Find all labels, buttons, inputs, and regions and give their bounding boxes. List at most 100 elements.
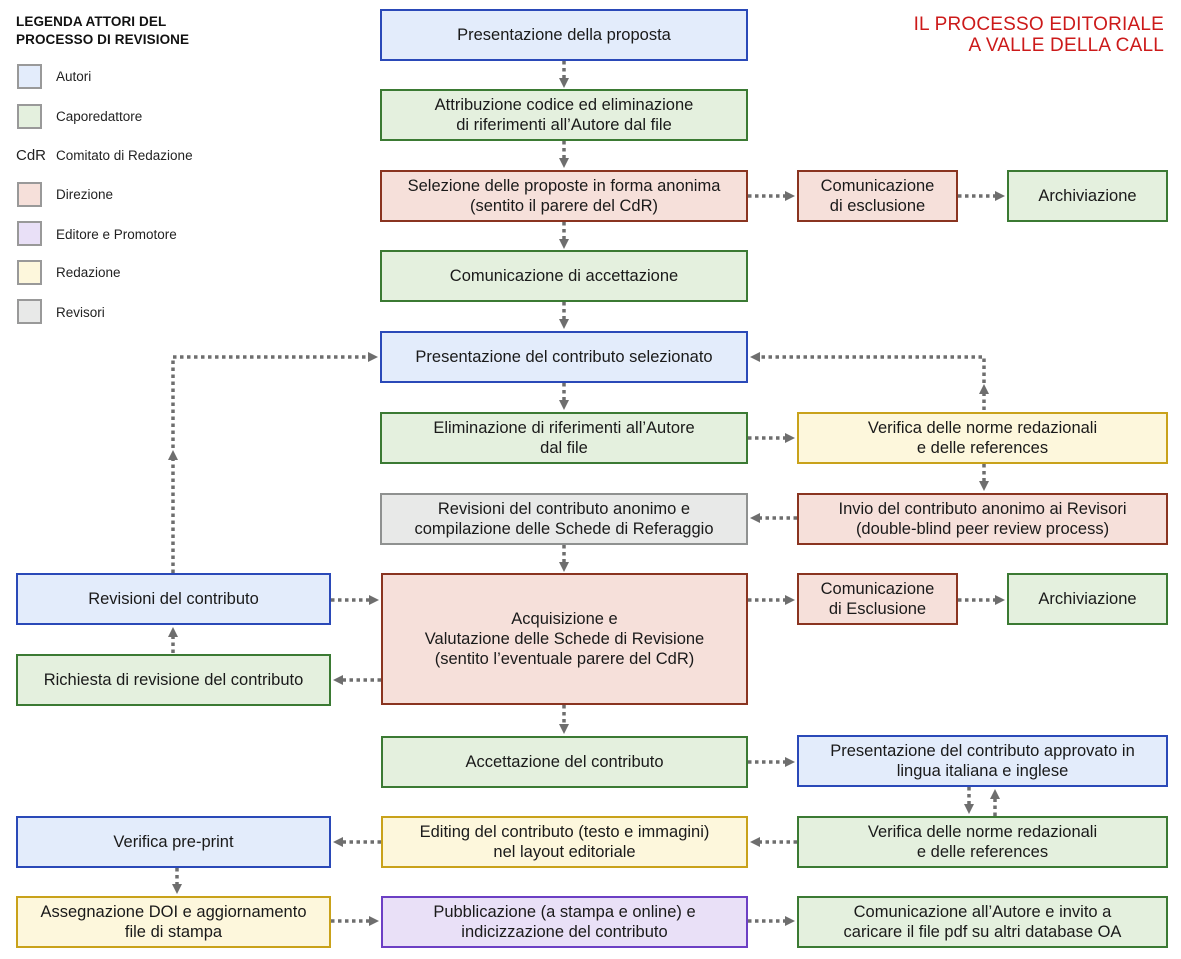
node-text-line: Revisioni del contributo anonimo e — [437, 500, 691, 518]
node-text-line: Selezione delle proposte in forma anonim… — [407, 177, 721, 195]
node-text: Revisioni del contributo — [88, 589, 259, 609]
legend-label-redazione: Redazione — [56, 265, 121, 280]
node-text-line: Richiesta di revisione del contributo — [43, 671, 304, 689]
arrow-loop-left-to-presentazione — [171, 352, 378, 448]
node-verifica-norme-2: Verifica delle norme redazionali e delle … — [797, 816, 1168, 868]
node-text: Comunicazione di Esclusione — [821, 579, 935, 619]
node-text-line: Revisioni del contributo — [88, 590, 259, 608]
node-text-line: dal file — [540, 439, 588, 457]
node-text-line: (double-blind peer review process) — [855, 520, 1110, 538]
legend-swatch-redazione — [17, 260, 42, 285]
legend-label-autori: Autori — [56, 69, 92, 84]
node-archiviazione-1: Archiviazione — [1007, 170, 1168, 222]
node-text-line: file di stampa — [124, 923, 223, 941]
legend-label-caporedattore: Caporedattore — [56, 109, 143, 124]
node-text-line: Presentazione del contributo selezionato — [415, 348, 713, 366]
node-text: Eliminazione di riferimenti all’Autore da… — [433, 418, 694, 458]
node-text-line: Comunicazione — [820, 177, 935, 195]
node-text-line: Acquisizione e — [511, 610, 618, 628]
node-text-line: di riferimenti all’Autore dal file — [456, 116, 672, 134]
node-text-line: (sentito il parere del CdR) — [470, 197, 658, 215]
node-eliminazione-riferimenti: Eliminazione di riferimenti all’Autore da… — [380, 412, 748, 464]
node-assegnazione-doi: Assegnazione DOI e aggiornamento file di … — [16, 896, 331, 948]
node-revisioni-contributo: Revisioni del contributo — [16, 573, 331, 625]
legend-title-line: PROCESSO DI REVISIONE — [16, 32, 190, 47]
node-text-line: nel layout editoriale — [493, 843, 636, 861]
node-text-line: lingua italiana e inglese — [896, 762, 1069, 780]
legend-swatch-editore — [17, 221, 42, 246]
legend-label-editore: Editore e Promotore — [56, 227, 177, 242]
node-text: Verifica pre-print — [113, 832, 233, 852]
node-presentazione-approvato: Presentazione del contributo approvato i… — [797, 735, 1168, 787]
node-text: Presentazione della proposta — [457, 25, 671, 45]
node-text-line: compilazione delle Schede di Referaggio — [414, 520, 714, 538]
node-revisioni-anonimo: Revisioni del contributo anonimo e compil… — [380, 493, 748, 545]
node-text-line: Comunicazione all’Autore e invito a — [853, 903, 1112, 921]
node-text-line: Verifica delle norme redazionali — [867, 823, 1098, 841]
legend-swatch-direzione — [17, 182, 42, 207]
node-text: Assegnazione DOI e aggiornamento file di … — [41, 902, 307, 942]
node-text-line: Comunicazione — [820, 580, 935, 598]
node-text-line: Archiviazione — [1038, 187, 1137, 205]
legend-title-line: LEGENDA ATTORI DEL — [16, 14, 167, 29]
node-text-line: Assegnazione DOI e aggiornamento — [40, 903, 307, 921]
node-text-line: Archiviazione — [1038, 590, 1137, 608]
node-text-line: caricare il file pdf su altri database O… — [843, 923, 1122, 941]
node-text-line: Pubblicazione (a stampa e online) e — [433, 903, 696, 921]
node-text: Verifica delle norme redazionali e delle … — [868, 418, 1097, 458]
legend-swatch-autori — [17, 64, 42, 89]
node-text: Presentazione del contributo selezionato — [415, 347, 712, 367]
legend-abbr-cdr: CdR — [16, 147, 47, 164]
node-comunicazione-accettazione: Comunicazione di accettazione — [380, 250, 748, 302]
node-archiviazione-2: Archiviazione — [1007, 573, 1168, 625]
node-editing: Editing del contributo (testo e immagini… — [381, 816, 748, 868]
node-richiesta-revisione: Richiesta di revisione del contributo — [16, 654, 331, 706]
diagram-title-line: IL PROCESSO EDITORIALE — [913, 14, 1164, 35]
node-text-line: Presentazione del contributo approvato i… — [830, 742, 1135, 760]
arrow-loop-to-presentazione — [750, 352, 986, 383]
node-comunicazione-autore: Comunicazione all’Autore e invito a caric… — [797, 896, 1168, 948]
node-text-line: indicizzazione del contributo — [461, 923, 668, 941]
node-text-line: Verifica pre-print — [113, 833, 234, 851]
node-text: Richiesta di revisione del contributo — [44, 670, 304, 690]
diagram-title-line: A VALLE DELLA CALL — [968, 35, 1164, 56]
node-text: Pubblicazione (a stampa e online) e indic… — [433, 902, 695, 942]
node-text-line: Invio del contributo anonimo ai Revisori — [838, 500, 1127, 518]
legend-title: LEGENDA ATTORI DEL PROCESSO DI REVISIONE — [16, 13, 189, 49]
node-text-line: (sentito l’eventuale parere del CdR) — [434, 650, 695, 668]
node-verifica-norme-1: Verifica delle norme redazionali e delle … — [797, 412, 1168, 464]
node-text-line: e delle references — [916, 439, 1049, 457]
node-text-line: Editing del contributo (testo e immagini… — [419, 823, 710, 841]
node-accettazione-contributo: Accettazione del contributo — [381, 736, 748, 788]
node-text: Comunicazione di accettazione — [450, 266, 678, 286]
node-invio-revisori: Invio del contributo anonimo ai Revisori… — [797, 493, 1168, 545]
node-verifica-preprint: Verifica pre-print — [16, 816, 331, 868]
node-text-line: Verifica delle norme redazionali — [867, 419, 1098, 437]
node-text-line: Comunicazione di accettazione — [449, 267, 679, 285]
legend-label-cdr: Comitato di Redazione — [56, 148, 193, 163]
node-text: Accettazione del contributo — [465, 752, 663, 772]
node-text: Presentazione del contributo approvato i… — [830, 741, 1135, 781]
node-text-line: Presentazione della proposta — [457, 26, 671, 44]
node-text-line: di Esclusione — [828, 600, 927, 618]
node-text: Archiviazione — [1038, 186, 1136, 206]
node-text: Invio del contributo anonimo ai Revisori… — [839, 499, 1127, 539]
diagram-title: IL PROCESSO EDITORIALE A VALLE DELLA CAL… — [914, 14, 1164, 56]
node-text-line: Eliminazione di riferimenti all’Autore — [433, 419, 695, 437]
legend-swatch-caporedattore — [17, 104, 42, 129]
node-acquisizione: Acquisizione e Valutazione delle Schede d… — [381, 573, 748, 705]
legend-label-revisori: Revisori — [56, 305, 105, 320]
legend-swatch-revisori — [17, 299, 42, 324]
node-presentazione-contributo: Presentazione del contributo selezionato — [380, 331, 748, 383]
node-text: Editing del contributo (testo e immagini… — [420, 822, 710, 862]
node-text-line: Valutazione delle Schede di Revisione — [424, 630, 705, 648]
node-selezione-proposte: Selezione delle proposte in forma anonim… — [380, 170, 748, 222]
node-text-line: e delle references — [916, 843, 1049, 861]
node-text-line: Accettazione del contributo — [465, 753, 664, 771]
node-pubblicazione: Pubblicazione (a stampa e online) e indic… — [381, 896, 748, 948]
